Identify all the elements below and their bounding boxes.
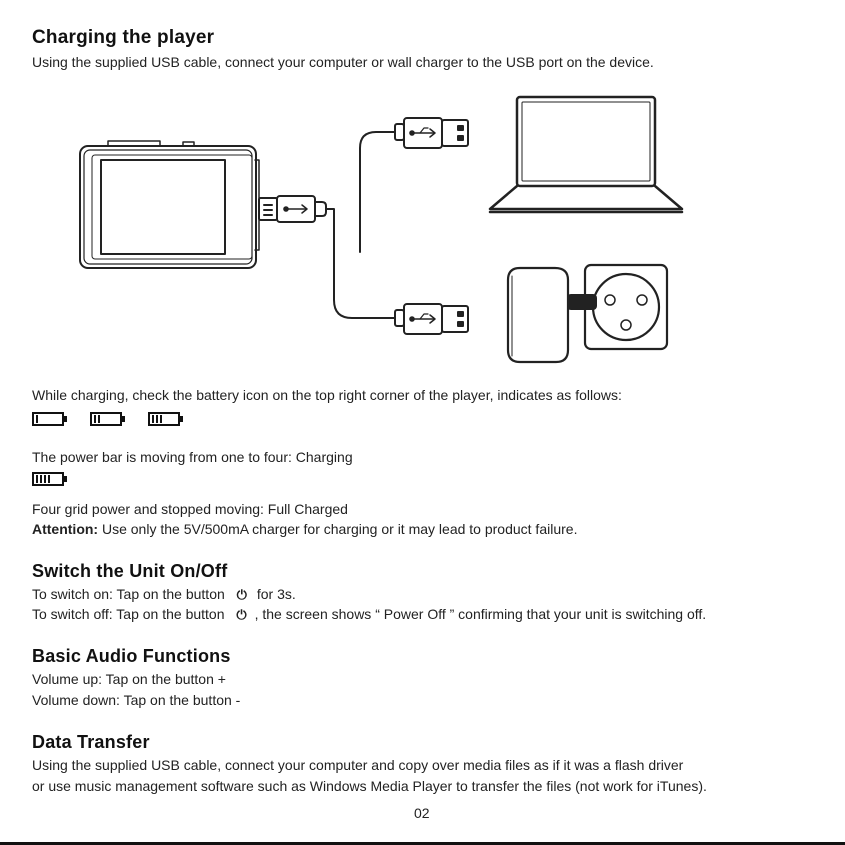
battery-icon-3-bars [148, 412, 183, 426]
usb-plug-device [258, 195, 327, 223]
attention-label: Attention: [32, 521, 99, 537]
section-title-audio: Basic Audio Functions [32, 646, 231, 666]
full-state-text: Four grid power and stopped moving: Full… [32, 501, 348, 517]
charging-intro: Using the supplied USB cable, connect yo… [32, 54, 654, 70]
battery-icon-1-bar [32, 412, 67, 426]
power-button-icon: ⏻ [236, 607, 247, 622]
attention-text: Use only the 5V/500mA charger for chargi… [98, 521, 578, 537]
battery-icon-4-bars [32, 472, 67, 486]
laptop-icon [488, 95, 684, 214]
media-player-device [79, 140, 260, 269]
switch-on-prefix: To switch on: Tap on the button [32, 586, 225, 602]
switch-off-suffix: , the screen shows “ Power Off ” confirm… [254, 606, 707, 622]
transfer-line-2: or use music management software such as… [32, 778, 707, 794]
volume-down-text: Volume down: Tap on the button - [32, 692, 241, 708]
battery-icon-2-bars [90, 412, 125, 426]
page-number: 02 [414, 805, 430, 821]
battery-note: While charging, check the battery icon o… [32, 387, 622, 403]
usb-plug-charger [394, 303, 469, 335]
volume-up-text: Volume up: Tap on the button + [32, 671, 226, 687]
usb-plug-laptop [394, 117, 469, 149]
charging-state-text: The power bar is moving from one to four… [32, 449, 353, 465]
switch-off-prefix: To switch off: Tap on the button [32, 606, 225, 622]
attention-line: Attention: Use only the 5V/500mA charger… [32, 521, 577, 537]
switch-on-suffix: for 3s. [256, 586, 296, 602]
page-bottom-rule [0, 842, 845, 845]
wall-charger-icon [506, 266, 597, 364]
wall-socket-icon [583, 263, 669, 351]
section-title-charging: Charging the player [32, 27, 215, 48]
switch-off-line: To switch off: Tap on the button ⏻ , the… [32, 606, 706, 623]
power-button-icon: ⏻ [236, 587, 247, 602]
section-title-transfer: Data Transfer [32, 732, 150, 752]
section-title-switch: Switch the Unit On/Off [32, 561, 228, 581]
charging-illustration [79, 95, 684, 364]
switch-on-line: To switch on: Tap on the button ⏻ for 3s… [32, 586, 296, 603]
transfer-line-1: Using the supplied USB cable, connect yo… [32, 757, 684, 773]
